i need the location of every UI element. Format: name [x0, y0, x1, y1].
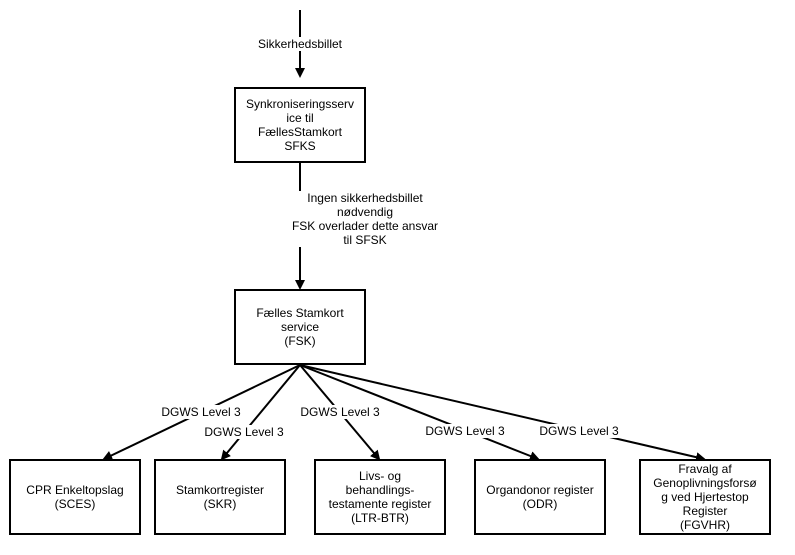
node-odr-label: Organdonor register (ODR)	[486, 483, 594, 511]
edge-label-top: Sikkerhedsbillet	[250, 37, 350, 51]
node-sfks: Synkroniseringsserv ice til FællesStamko…	[234, 87, 366, 163]
edge-label-skr: DGWS Level 3	[199, 425, 289, 439]
node-ltr: Livs- og behandlings- testamente registe…	[314, 459, 446, 535]
node-odr: Organdonor register (ODR)	[474, 459, 606, 535]
node-fgvhr: Fravalg af Genoplivningsforsø g ved Hjer…	[639, 459, 771, 535]
edge-fsk-to-skr	[220, 364, 301, 461]
edge-fsk-to-odr	[299, 364, 540, 461]
edge-fsk-to-fgvhr	[299, 364, 706, 463]
node-ltr-label: Livs- og behandlings- testamente registe…	[328, 469, 432, 525]
node-sces: CPR Enkeltopslag (SCES)	[9, 459, 141, 535]
node-fsk-label: Fælles Stamkort service (FSK)	[256, 306, 344, 348]
node-sfks-label: Synkroniseringsserv ice til FællesStamko…	[245, 97, 355, 153]
node-skr: Stamkortregister (SKR)	[154, 459, 286, 535]
edge-label-fgvhr: DGWS Level 3	[534, 424, 624, 438]
node-sces-label: CPR Enkeltopslag (SCES)	[26, 483, 124, 511]
node-skr-label: Stamkortregister (SKR)	[175, 483, 265, 511]
edge-label-ltr: DGWS Level 3	[295, 405, 385, 419]
edge-label-middle: Ingen sikkerhedsbillet nødvendig FSK ove…	[285, 191, 445, 247]
edge-label-sces: DGWS Level 3	[156, 405, 246, 419]
node-fgvhr-label: Fravalg af Genoplivningsforsø g ved Hjer…	[653, 462, 757, 532]
node-fsk: Fælles Stamkort service (FSK)	[234, 289, 366, 365]
edge-label-odr: DGWS Level 3	[420, 424, 510, 438]
